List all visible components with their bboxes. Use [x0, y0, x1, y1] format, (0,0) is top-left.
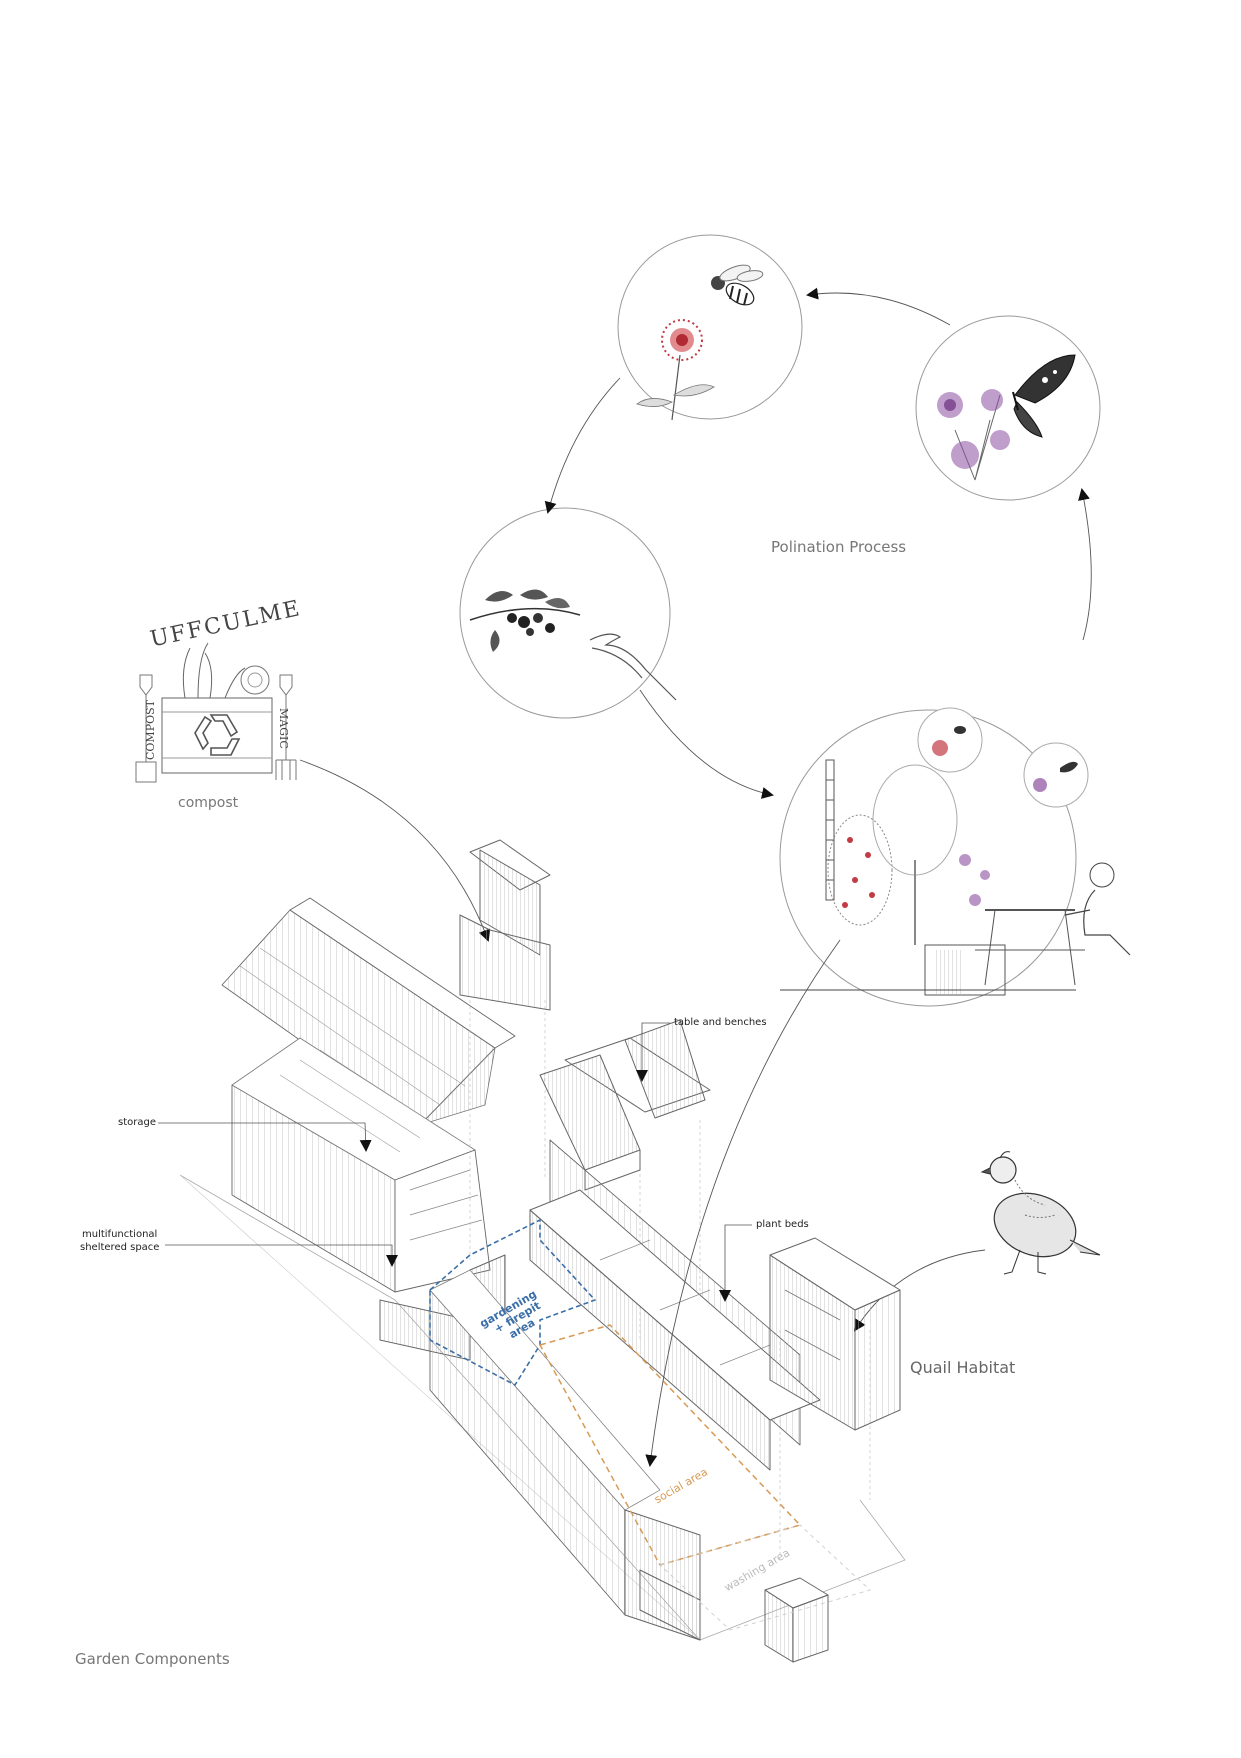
leader-lines	[158, 1022, 752, 1302]
tree-icon	[872, 764, 958, 945]
hand-icon	[589, 633, 677, 701]
garden-axonometric	[179, 839, 906, 1663]
gardening-zone-outline	[429, 1219, 596, 1386]
recycle-icon	[194, 714, 241, 756]
quail-habitat-label: Quail Habitat	[910, 1358, 1016, 1377]
small-bee-bubble	[917, 707, 983, 773]
purple-planter-icon	[924, 854, 1006, 996]
red-flower-icon	[636, 319, 715, 421]
logo-magic-text: MAGIC	[277, 708, 290, 749]
arrow-berries-to-garden	[639, 689, 774, 799]
quail-coop	[769, 1237, 901, 1431]
washing-unit	[764, 1577, 829, 1663]
plant-beds-label: plant beds	[756, 1219, 809, 1230]
garden-components-label: Garden Components	[75, 1650, 230, 1668]
small-butterfly-bubble	[1023, 742, 1089, 808]
shovel-icon	[135, 674, 157, 783]
table-benches-label: table and benches	[674, 1017, 767, 1028]
bee-flower-circle	[617, 234, 803, 421]
butterfly-circle	[915, 315, 1101, 501]
berry-branch-icon	[469, 589, 581, 652]
quail-icon	[980, 1151, 1101, 1275]
sheltered-space-label-line1: multifunctional	[82, 1229, 158, 1240]
arrow-garden-to-butterfly	[1078, 488, 1092, 641]
purple-flowers-icon	[937, 389, 1010, 481]
compost-label: compost	[178, 795, 239, 811]
butterfly-icon	[1012, 354, 1076, 438]
logo-compost-text: COMPOST	[144, 700, 157, 760]
plants-on-bin-icon	[182, 642, 270, 699]
pollination-process-label: Polination Process	[771, 538, 907, 556]
vertical-planter	[459, 839, 551, 1011]
arrow-butterfly-to-bee	[806, 287, 951, 326]
berries-circle	[459, 507, 677, 719]
garden-scene-circle	[779, 707, 1131, 1007]
washing-zone-outline	[659, 1524, 871, 1631]
climbing-flowers-icon	[827, 814, 893, 926]
roof	[221, 897, 516, 1126]
bee-icon	[711, 264, 764, 306]
storage-label: storage	[118, 1117, 156, 1128]
north-fence-plant-beds	[529, 1139, 821, 1471]
sheltered-space-label-line2: sheltered space	[80, 1242, 160, 1253]
arrow-compost-to-planter	[299, 759, 491, 942]
person-icon	[1064, 862, 1131, 956]
compost-logo	[135, 642, 297, 783]
end-planters	[639, 1569, 701, 1641]
pollination-cycle	[459, 234, 1131, 1007]
fork-icon	[275, 674, 297, 780]
picnic-table-icon	[975, 909, 1085, 986]
arrow-scene-to-social	[645, 939, 841, 1467]
arrow-bee-to-berries	[544, 377, 621, 514]
